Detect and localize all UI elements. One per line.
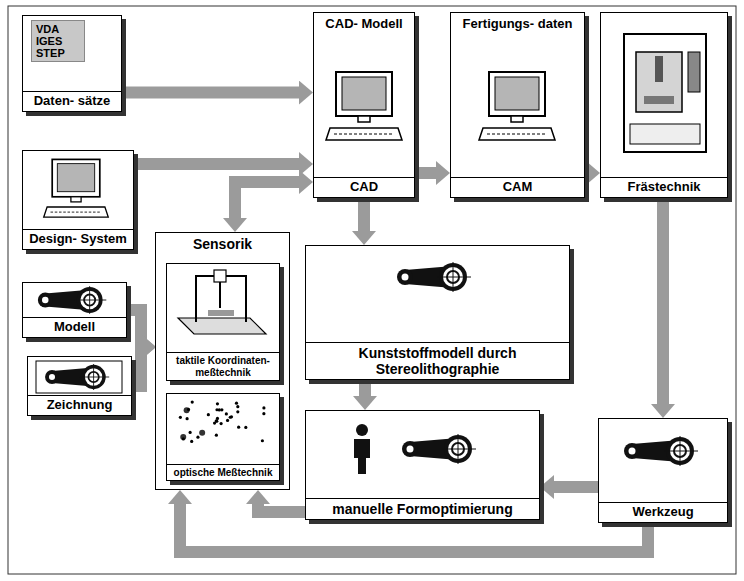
box-label: CAM <box>451 177 584 197</box>
cloud-point <box>180 434 186 440</box>
cloud-point <box>191 401 194 404</box>
person-body <box>354 439 370 474</box>
group-box: Sensorik taktile Koordinaten- meßtechnik o… <box>155 232 290 490</box>
milling-machine-icon <box>624 34 706 152</box>
cloud-point <box>225 412 228 415</box>
cloud-point <box>237 426 240 429</box>
person-icon <box>354 424 370 474</box>
box-label: Werkzeug <box>599 502 727 522</box>
process-box: Zeichnung <box>27 356 132 416</box>
process-box: Fertigungs- datenCAM <box>450 12 585 198</box>
cloud-point <box>189 431 192 434</box>
cloud-point <box>215 434 218 437</box>
cloud-point <box>244 426 247 429</box>
cloud-point <box>207 413 210 416</box>
cloud-point <box>186 417 189 420</box>
flow-arrow <box>554 481 598 493</box>
flow-arrow <box>235 182 299 218</box>
cloud-point <box>262 406 265 409</box>
flow-arrow <box>358 198 370 231</box>
machine-window <box>636 52 682 112</box>
drawing-frame <box>36 361 122 393</box>
flow-arrow <box>132 347 142 386</box>
cloud-point <box>190 440 193 443</box>
cloud-point <box>261 439 264 442</box>
cmm-table <box>178 318 266 334</box>
flow-arrow <box>134 158 299 170</box>
flow-arrow <box>415 167 436 179</box>
process-box: VDA IGES STEP Daten- sätze <box>22 15 122 112</box>
flow-arrow <box>359 380 371 396</box>
box-label: taktile Koordinaten- meßtechnik <box>167 352 279 380</box>
box-label: VDA IGES STEP <box>31 20 85 62</box>
box-label: Daten- sätze <box>23 91 121 111</box>
point-cloud-icon <box>179 401 266 443</box>
cloud-point <box>199 430 205 436</box>
monitor-icon <box>479 72 555 140</box>
cloud-point <box>220 422 223 425</box>
cloud-point <box>179 416 182 419</box>
box-label: Frästechnik <box>601 177 727 197</box>
monitor-icon <box>326 72 402 140</box>
cloud-point <box>216 417 219 420</box>
box-label: CAD <box>314 177 414 197</box>
process-box: optische Meßtechnik <box>166 393 280 481</box>
cloud-point <box>196 436 199 439</box>
part-symbol <box>397 262 471 292</box>
cloud-point <box>182 437 185 440</box>
cloud-point <box>187 408 190 411</box>
machine-spindle <box>655 56 663 82</box>
part-symbol <box>402 434 476 464</box>
box-label: Kunststoffmodell durch Stereolithographi… <box>306 342 569 379</box>
flow-arrow <box>258 504 305 512</box>
cloud-point <box>236 410 239 413</box>
box-label: Design- System <box>23 229 133 249</box>
cloud-point <box>262 412 265 415</box>
person-head <box>356 424 368 436</box>
cloud-point <box>216 402 219 405</box>
cloud-point <box>230 415 233 418</box>
process-box: Modell <box>22 282 127 338</box>
cloud-point <box>236 405 239 408</box>
machine-table <box>644 96 674 104</box>
process-box: Frästechnik <box>600 12 728 198</box>
cmm-icon <box>178 270 266 334</box>
box-label: optische Meßtechnik <box>167 464 279 481</box>
group-title: Sensorik <box>156 233 289 255</box>
flow-arrow <box>122 87 299 99</box>
flow-arrow <box>657 198 669 404</box>
cmm-probe <box>219 282 221 308</box>
part-symbol <box>624 436 698 466</box>
part-symbol <box>45 364 109 390</box>
monitor-icon <box>44 159 109 217</box>
flow-arrow <box>585 167 586 179</box>
box-label: Modell <box>23 317 126 337</box>
process-box: taktile Koordinaten- meßtechnik <box>166 263 280 381</box>
cloud-point <box>218 408 221 411</box>
process-box: Design- System <box>22 150 134 250</box>
part-symbol <box>38 286 106 314</box>
process-box: manuelle Formoptimierung <box>305 410 540 520</box>
box-label: manuelle Formoptimierung <box>306 498 539 519</box>
box-label: CAD- Modell <box>314 13 414 32</box>
cloud-point <box>184 407 190 413</box>
cloud-point <box>235 402 238 405</box>
cmm-carriage <box>214 270 226 282</box>
box-label: Zeichnung <box>28 395 131 415</box>
cmm-workpiece <box>208 310 234 316</box>
machine-base <box>630 124 700 144</box>
process-box: Kunststoffmodell durch Stereolithographi… <box>305 245 570 380</box>
process-box: Werkzeug <box>598 418 728 523</box>
cloud-point <box>226 419 229 422</box>
machine-panel <box>688 52 700 92</box>
cmm-portal <box>196 276 246 322</box>
box-label: Fertigungs- daten <box>451 13 584 32</box>
process-box: CAD- ModellCAD <box>313 12 415 198</box>
outer-frame <box>8 6 736 574</box>
machine-body <box>624 34 706 152</box>
